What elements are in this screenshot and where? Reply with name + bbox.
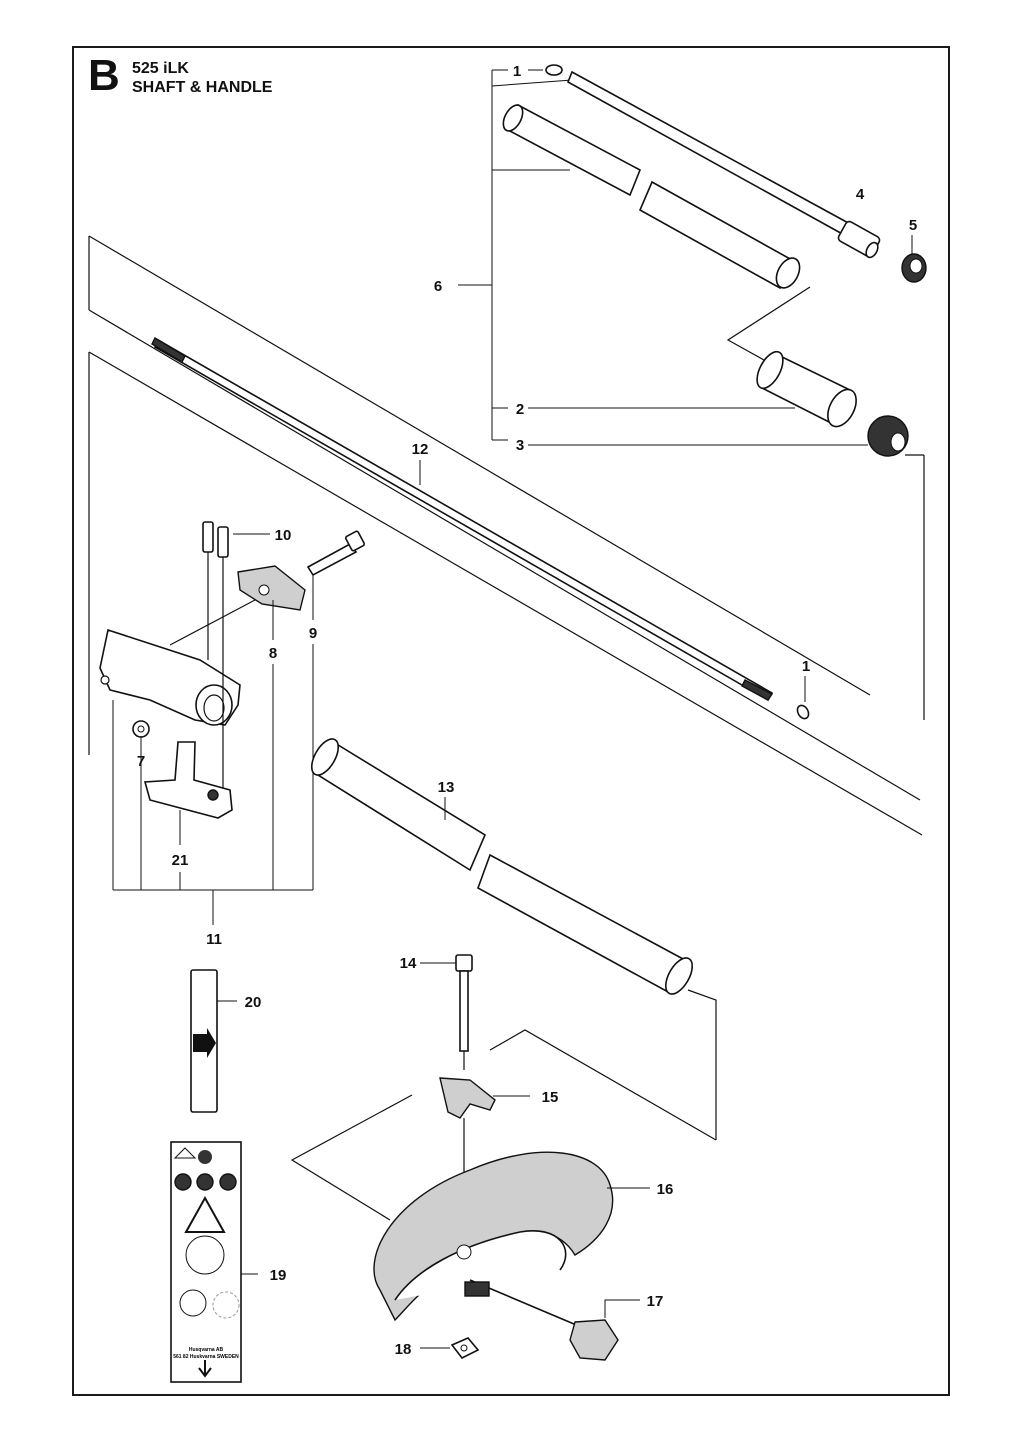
shaft-guide-lines xyxy=(88,235,925,836)
bolt-part-14 xyxy=(420,954,473,1070)
shaft-tube-upper xyxy=(502,103,801,290)
callout-6: 6 xyxy=(434,278,442,295)
clamp-housing xyxy=(99,599,256,726)
callout-8: 8 xyxy=(269,645,277,662)
switch-cable-part-17 xyxy=(464,1279,640,1361)
assembly-bracket-11 xyxy=(112,644,314,925)
callout-4: 4 xyxy=(856,186,865,203)
callout-1-lower: 1 xyxy=(802,658,810,675)
drive-shaft-rod xyxy=(566,70,881,259)
shaft-tube-lower-13 xyxy=(310,738,694,995)
callout-13: 13 xyxy=(438,779,455,796)
callout-11: 11 xyxy=(206,931,222,948)
washer-part-1-top xyxy=(528,64,563,76)
callout-3: 3 xyxy=(516,437,524,454)
callout-18: 18 xyxy=(395,1341,412,1358)
callout-10: 10 xyxy=(275,527,292,544)
callout-5: 5 xyxy=(909,217,917,234)
callout-20: 20 xyxy=(245,994,262,1011)
callout-19: 19 xyxy=(270,1267,287,1284)
warning-decal-part-19 xyxy=(170,1141,258,1383)
loop-handle-part-16 xyxy=(373,1151,650,1322)
washer-part-1-lower xyxy=(796,676,810,720)
decal-address: 561 82 Huskvarna SWEDEN xyxy=(173,1354,239,1360)
lever-part-8 xyxy=(237,565,306,640)
nut-part-5 xyxy=(901,235,927,283)
callout-9: 9 xyxy=(309,625,317,642)
diagram-title: SHAFT & HANDLE xyxy=(132,79,273,96)
decal-company: Husqvarna AB xyxy=(189,1347,224,1353)
upper-group-bracket xyxy=(458,69,573,441)
diagram-frame xyxy=(72,46,950,1396)
decal-strip-part-20 xyxy=(190,969,237,1113)
callout-14: 14 xyxy=(400,955,417,972)
drive-shaft-part-12 xyxy=(151,337,774,702)
nut-part-7 xyxy=(132,720,150,738)
callout-17: 17 xyxy=(647,1293,664,1310)
section-letter: B xyxy=(88,51,120,100)
trigger-part-21 xyxy=(143,741,233,845)
model-name: 525 iLK xyxy=(132,60,189,77)
handle-guide-lines xyxy=(290,989,717,1221)
square-nut-part-18 xyxy=(420,1337,480,1360)
screw-part-9 xyxy=(306,530,366,620)
callout-21: 21 xyxy=(172,852,189,869)
callout-1-top: 1 xyxy=(513,63,521,80)
callout-16: 16 xyxy=(657,1181,674,1198)
bushing-part-3 xyxy=(528,415,909,457)
bolts-part-10 xyxy=(202,521,270,790)
callout-15: 15 xyxy=(542,1089,559,1106)
callout-12: 12 xyxy=(412,441,429,458)
callout-7: 7 xyxy=(137,753,145,770)
sleeve-part-2 xyxy=(528,350,857,428)
callout-2: 2 xyxy=(516,401,524,418)
